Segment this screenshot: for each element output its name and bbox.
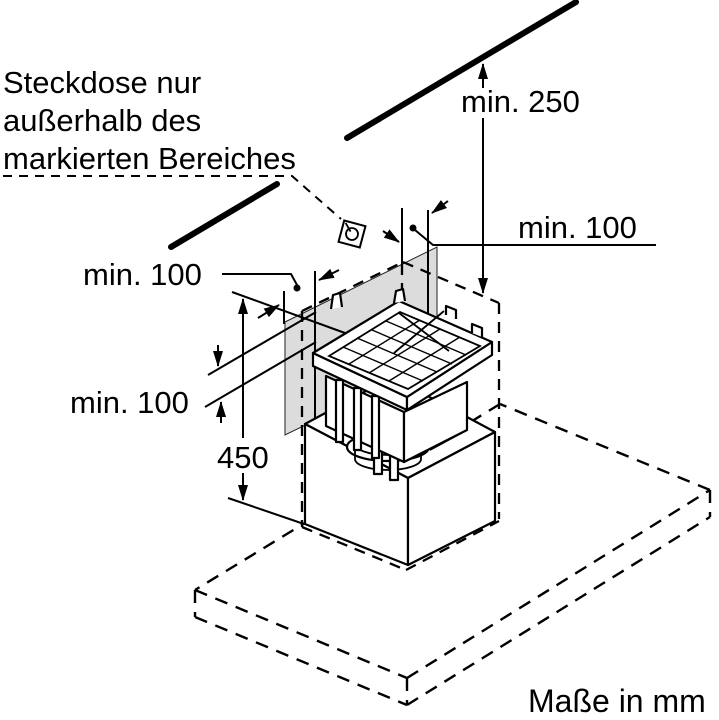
- dim-ceiling-label: min. 250: [461, 84, 580, 119]
- socket-note: Steckdose nur außerhalb des markierten B…: [3, 65, 367, 249]
- dim-right-label: min. 100: [518, 210, 637, 245]
- note-line-1: Steckdose nur: [3, 65, 201, 100]
- note-leader-line: [3, 175, 342, 220]
- dim-height-label: 450: [217, 440, 269, 475]
- dimension-min100-left-lower: min. 100: [70, 345, 226, 423]
- dim-lower-label: min. 100: [70, 385, 189, 420]
- dimension-450: 450: [217, 298, 269, 501]
- dim-left-label: min. 100: [83, 257, 202, 292]
- units-label: Maße in mm: [528, 683, 706, 719]
- note-line-2: außerhalb des: [3, 103, 201, 138]
- fan-unit: [311, 287, 494, 482]
- dimension-min250: min. 250: [461, 63, 580, 294]
- note-line-3: markierten Bereiches: [3, 141, 296, 176]
- ceiling-line: [168, 0, 579, 250]
- filter-grid: [311, 299, 494, 399]
- power-socket-icon: [337, 219, 367, 249]
- dimension-min100-right: min. 100: [382, 200, 656, 246]
- dimension-min100-left-upper: min. 100: [83, 257, 340, 319]
